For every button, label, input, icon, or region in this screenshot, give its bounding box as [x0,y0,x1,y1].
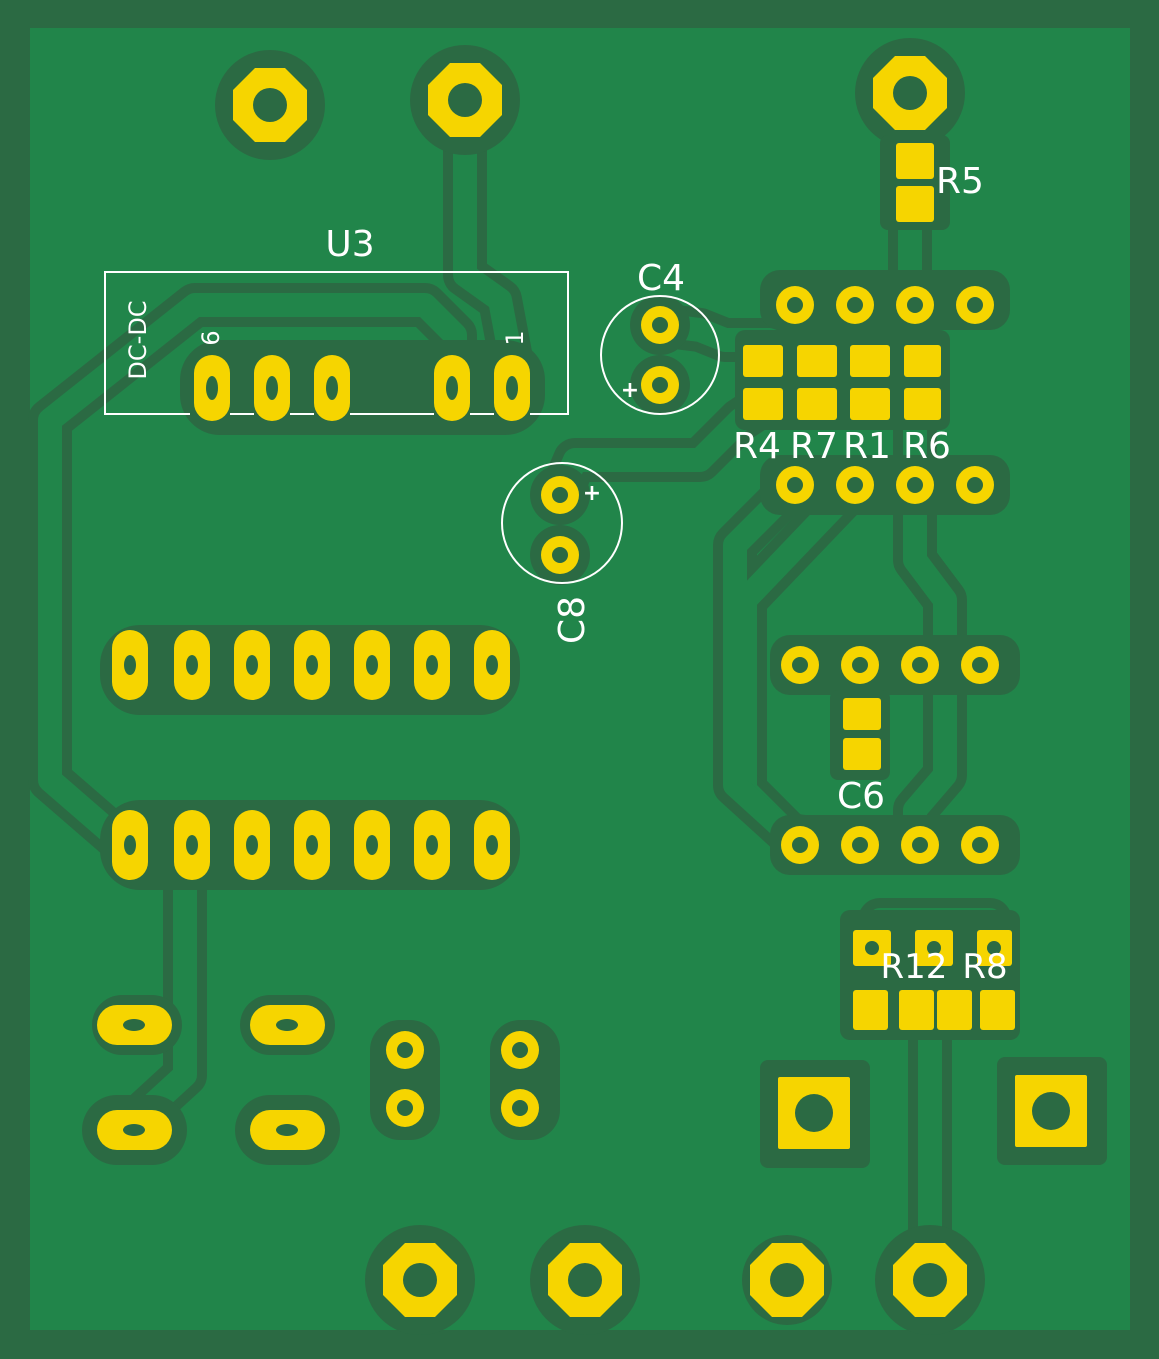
r12-label: R12 [881,947,948,987]
c6-label: C6 [837,776,885,817]
r4-label: R4 [733,426,781,467]
r1-label: R1 [843,426,891,467]
drill-holes [123,76,1070,1297]
r6-label: R6 [903,426,951,467]
c4-label: C4 [637,258,685,299]
r5-label: R5 [936,161,984,202]
r7-label: R7 [790,426,838,467]
c4-plus-label: + [621,378,639,403]
u3-sub-label: DC-DC [124,300,152,379]
c8-plus-label: + [583,481,601,506]
silkscreen-outlines [104,271,720,584]
u3-label: U3 [325,224,374,265]
u3-pin6-label: 6 [197,330,225,345]
r8-label: R8 [962,947,1007,987]
c8-label: C8 [552,596,593,644]
u3-pin1-label: 1 [501,330,529,345]
